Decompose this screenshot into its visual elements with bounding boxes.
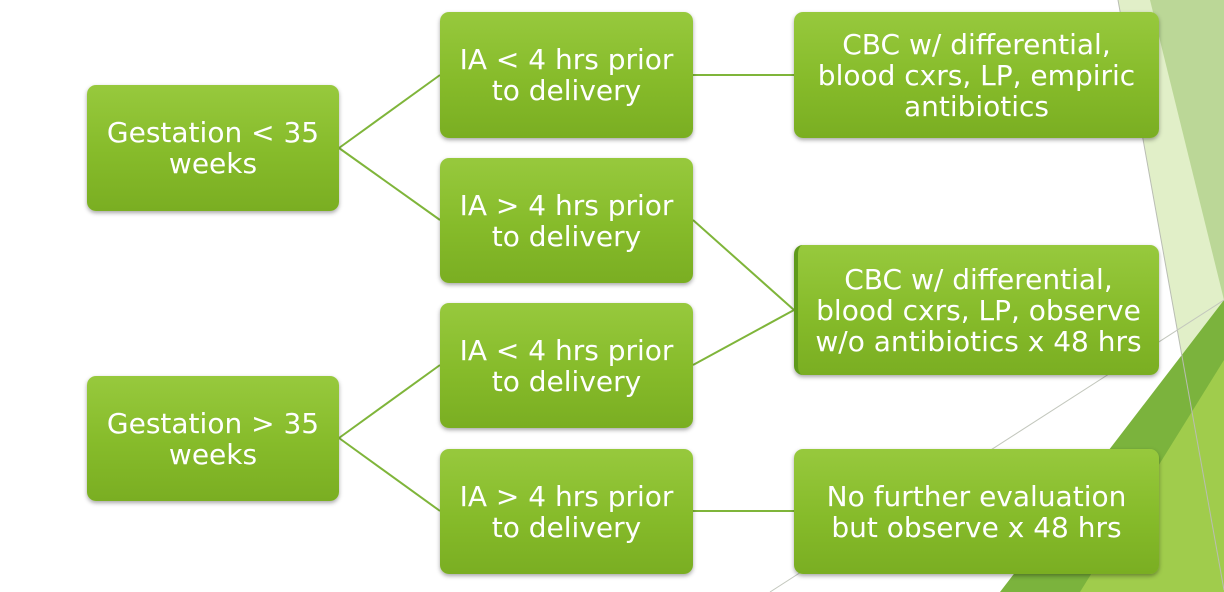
node-text: CBC w/ differential, <box>842 27 1111 61</box>
node-gestation-under-35: Gestation < 35 weeks <box>87 85 339 211</box>
node-ia-under-4hrs-lower: IA < 4 hrs prior to delivery <box>440 303 693 428</box>
node-text: to delivery <box>491 364 642 398</box>
node-text: antibiotics <box>903 89 1050 123</box>
node-text: weeks <box>168 147 258 180</box>
node-text: No further evaluation <box>826 479 1127 513</box>
node-ia-over-4hrs-upper: IA > 4 hrs prior to delivery <box>440 158 693 283</box>
node-text: IA > 4 hrs prior <box>459 188 674 222</box>
node-text: to delivery <box>491 510 642 544</box>
node-text: w/o antibiotics x 48 hrs <box>815 324 1142 358</box>
connector-gestlt35-ialt4 <box>338 74 441 149</box>
node-text: CBC w/ differential, <box>844 262 1113 296</box>
node-ia-over-4hrs-lower: IA > 4 hrs prior to delivery <box>440 449 693 574</box>
node-text: weeks <box>168 437 258 471</box>
node-text: blood cxrs, LP, empiric <box>817 58 1136 92</box>
node-text: but observe x 48 hrs <box>831 510 1122 544</box>
node-text: Gestation > 35 <box>106 406 320 440</box>
node-text: IA < 4 hrs prior <box>459 333 674 367</box>
node-eval-empiric-antibiotics: CBC w/ differential, blood cxrs, LP, emp… <box>794 12 1159 138</box>
node-text: IA > 4 hrs prior <box>459 479 674 513</box>
connector-gestlt35-iagt4 <box>338 147 441 221</box>
node-eval-observe-no-antibiotics: CBC w/ differential, blood cxrs, LP, obs… <box>794 245 1159 375</box>
node-ia-under-4hrs-upper: IA < 4 hrs prior to delivery <box>440 12 693 138</box>
connector-iagt4-observe <box>692 219 795 311</box>
connector-gestgt35-ialt4 <box>338 364 441 439</box>
node-text: IA < 4 hrs prior <box>459 43 674 76</box>
connector-ialt4b-observe <box>692 309 795 366</box>
node-gestation-over-35: Gestation > 35 weeks <box>87 376 339 501</box>
node-text: to delivery <box>491 219 642 253</box>
node-no-further-evaluation: No further evaluation but observe x 48 h… <box>794 449 1159 574</box>
node-text: Gestation < 35 <box>106 116 320 149</box>
node-text: to delivery <box>491 74 642 107</box>
connector-gestgt35-iagt4 <box>338 437 441 512</box>
node-text: blood cxrs, LP, observe <box>816 293 1141 327</box>
